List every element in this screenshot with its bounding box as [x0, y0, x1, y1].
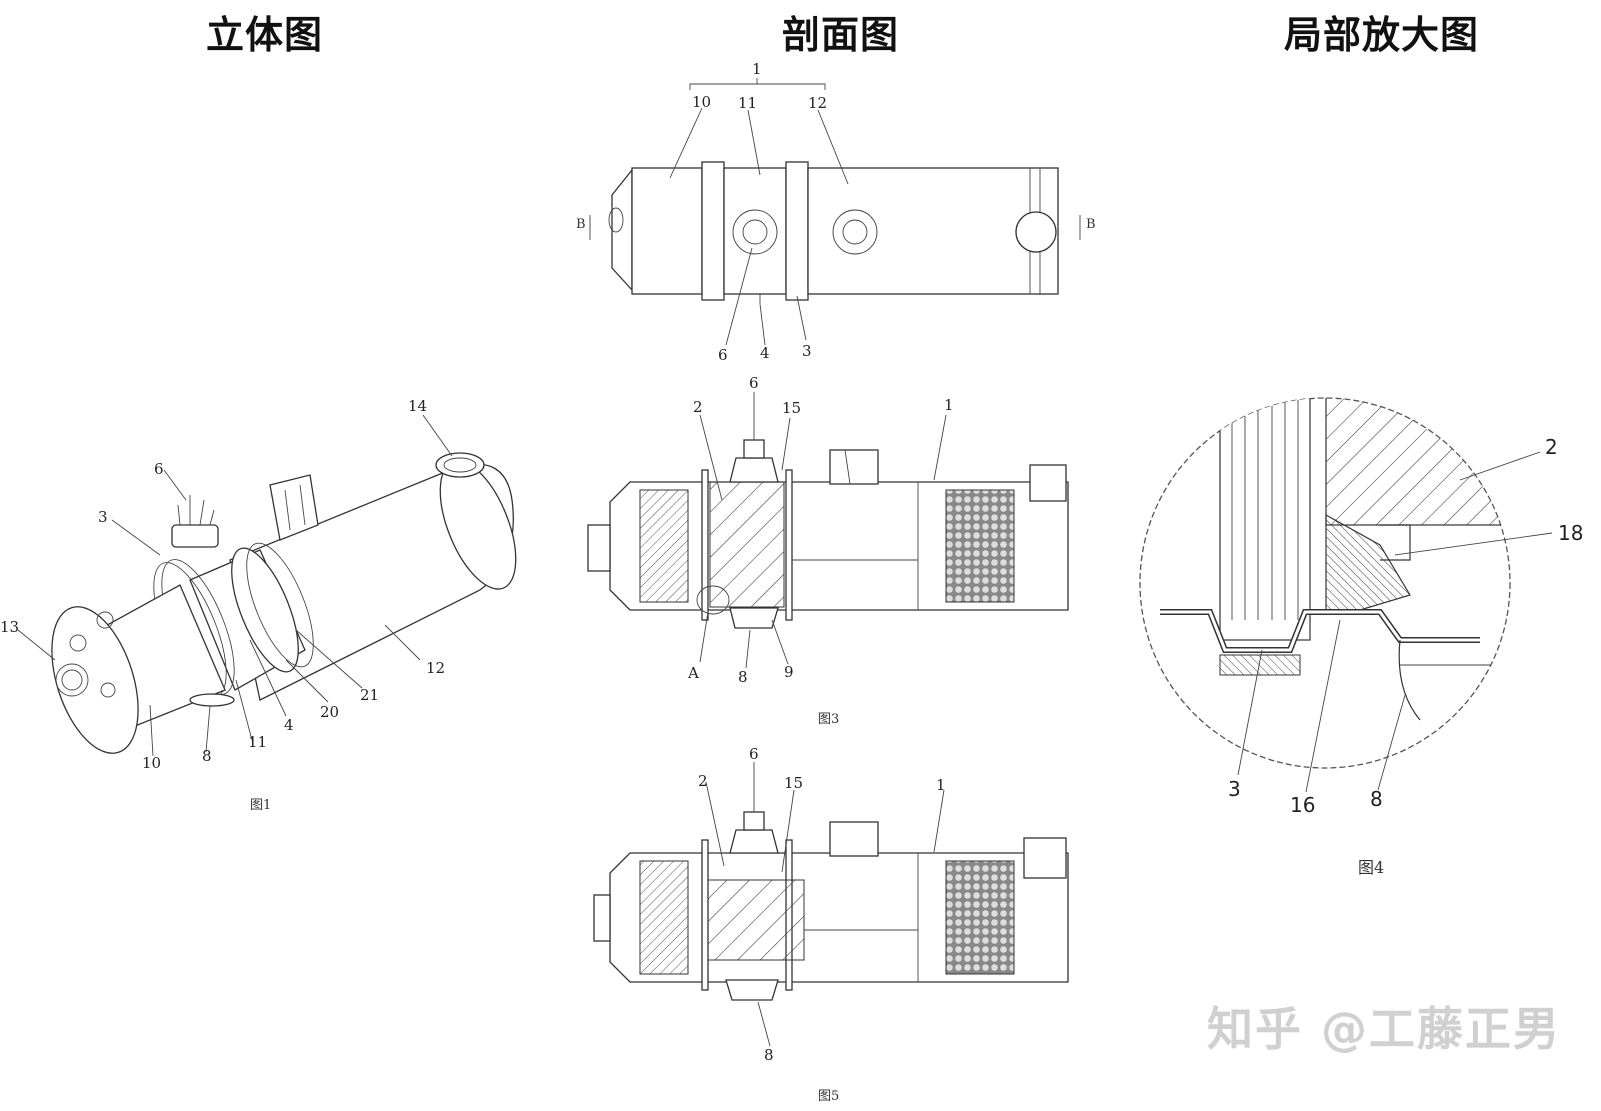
fig1-label-11: 11 — [248, 733, 267, 751]
fig5-label-15: 15 — [784, 774, 803, 792]
fig1-label-3: 3 — [98, 508, 108, 526]
fig1-label-8: 8 — [202, 747, 212, 765]
fig2-section-mark-left: B — [576, 217, 586, 232]
header-section: 剖面图 — [782, 13, 900, 57]
figure-1-isometric: 14 6 3 13 12 21 20 4 11 8 10 图1 — [0, 397, 517, 813]
fig1-label-21: 21 — [360, 686, 379, 704]
fig1-caption: 图1 — [250, 798, 271, 813]
fig2-label-6: 6 — [718, 346, 728, 364]
fig5-label-8: 8 — [764, 1046, 774, 1064]
fig3-label-1: 1 — [944, 396, 954, 414]
fig2-label-12: 12 — [808, 94, 827, 112]
fig3-label-8: 8 — [738, 668, 748, 686]
fig5-label-2: 2 — [698, 772, 708, 790]
fig1-label-12: 12 — [426, 659, 445, 677]
fig2-label-11: 11 — [738, 94, 757, 112]
fig3-label-9: 9 — [784, 663, 794, 681]
fig1-label-10: 10 — [142, 754, 161, 772]
fig1-label-4: 4 — [284, 716, 294, 734]
figure-2-elevation: 1 B B 10 11 12 6 — [576, 60, 1096, 364]
fig5-caption: 图5 — [818, 1089, 839, 1104]
fig3-label-A: A — [687, 664, 699, 682]
fig4-caption: 图4 — [1358, 858, 1384, 877]
figure-4-detail: 2 18 3 16 8 图4 — [1139, 397, 1583, 877]
fig4-label-2: 2 — [1545, 435, 1558, 459]
fig1-label-6: 6 — [154, 460, 164, 478]
fig4-label-16: 16 — [1290, 793, 1315, 817]
fig2-label-10: 10 — [692, 93, 711, 111]
fig4-label-8: 8 — [1370, 787, 1383, 811]
figure-3-section: 6 2 15 1 A 8 9 图3 — [587, 374, 1069, 727]
figure-5-section: 6 2 15 1 8 图5 — [593, 745, 1069, 1104]
fig5-label-6: 6 — [749, 745, 759, 763]
fig3-label-15: 15 — [782, 399, 801, 417]
fig3-caption: 图3 — [818, 712, 839, 727]
fig5-label-1: 1 — [936, 776, 946, 794]
fig3-label-6: 6 — [749, 374, 759, 392]
header-isometric: 立体图 — [206, 13, 324, 57]
fig1-label-20: 20 — [320, 703, 339, 721]
header-detail: 局部放大图 — [1284, 13, 1480, 57]
fig1-label-13: 13 — [0, 618, 19, 636]
fig2-label-1: 1 — [752, 60, 762, 78]
fig1-label-14: 14 — [408, 397, 427, 415]
fig2-section-mark-right: B — [1086, 217, 1096, 232]
fig2-label-4: 4 — [760, 344, 770, 362]
fig4-label-3: 3 — [1228, 777, 1241, 801]
fig3-label-2: 2 — [693, 398, 703, 416]
fig4-label-18: 18 — [1558, 521, 1583, 545]
watermark: 知乎 @工藤正男 — [1206, 1002, 1561, 1056]
fig2-label-3: 3 — [802, 342, 812, 360]
